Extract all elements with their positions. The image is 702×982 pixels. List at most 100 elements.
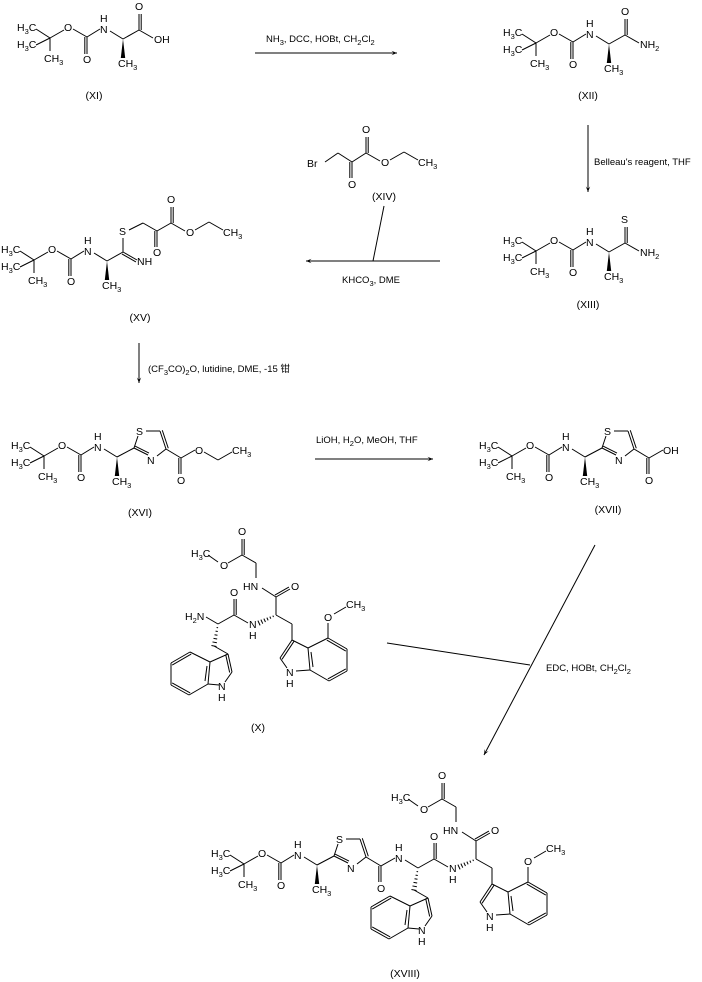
- x-o3: O: [238, 526, 246, 538]
- x-trp2-hash: [257, 615, 274, 626]
- atom-text: O: [238, 526, 246, 538]
- x-indole2-bond-c7-c7a: [309, 669, 330, 682]
- xviii-indole2-bond-c3a-c4: [507, 881, 529, 893]
- atom-text: CH: [44, 53, 59, 65]
- xi-bond-ca-c: [122, 29, 140, 40]
- xviii-hn3: HN: [443, 825, 458, 837]
- xiii-n: N: [586, 237, 594, 249]
- atom-subscript: 3: [511, 49, 515, 58]
- x-indole1-bond-c3a-c7a-inner: [204, 665, 208, 682]
- xv-bond-c-o: [170, 222, 186, 232]
- xviii-bond-n3-c2: [334, 853, 350, 862]
- xviii-bond-c-o4: [427, 798, 443, 808]
- xvi-ch3-tbu: CH3: [38, 471, 57, 485]
- xviii-co2: [474, 830, 490, 840]
- xvi-ch3-ethyl: CH3: [232, 445, 251, 459]
- atom-text: O: [348, 179, 356, 191]
- atom-text: H: [503, 27, 511, 39]
- x-indole1-bond-c3-c2: [225, 654, 231, 673]
- atom-text: O: [491, 825, 499, 837]
- atom-text: CH: [346, 599, 361, 611]
- xv-bond-ch2-ch3: [208, 221, 224, 231]
- xviii-o4: O: [420, 804, 428, 816]
- xiii-nh2: NH2: [640, 247, 659, 261]
- x-h2n: H2N: [185, 611, 204, 625]
- atom-text: N: [197, 611, 205, 623]
- atom-text: O: [550, 235, 558, 247]
- atom-text: CH: [312, 884, 327, 896]
- atom-subscript: 2: [655, 44, 659, 53]
- xiv-alkoxy-o: O: [381, 157, 389, 169]
- xvii-acid-o: O: [645, 475, 653, 487]
- xviii-bond-me1: [229, 854, 245, 865]
- xvi-bond-c-o: [180, 449, 196, 459]
- atom-text: O: [524, 856, 532, 868]
- xvi-bond-c4-c: [165, 448, 182, 459]
- xiii-thio-s: S: [621, 214, 628, 226]
- x-n2: N: [249, 619, 257, 631]
- xviii-indole1-bond-c6-c7: [371, 926, 391, 938]
- xv-ch3: CH3: [102, 280, 121, 294]
- atom-subscript: 3: [561, 848, 565, 857]
- xii-nh2: NH2: [640, 39, 659, 53]
- xvi-bond-o: [43, 447, 59, 457]
- atom-text: NH: [640, 247, 655, 259]
- xiv-bond-br-c: [324, 152, 339, 163]
- xvii-s: S: [604, 426, 611, 438]
- bond-layer: [19, 14, 664, 940]
- x-indole2-n1: N: [286, 667, 294, 679]
- xii-bond-n-ca: [595, 35, 610, 45]
- atom-text: O: [569, 59, 577, 71]
- xvi-n: N: [94, 442, 102, 454]
- xviii-bond-n3-c2: [333, 855, 349, 864]
- atom-text: H: [17, 22, 25, 34]
- xviii-indole2-bond-c3a-c3: [491, 883, 509, 893]
- compound-label-xiv: (XIV): [372, 191, 396, 203]
- x-indole2-n1-h: H: [286, 678, 294, 690]
- xviii-h3c-1: H3C: [211, 848, 231, 862]
- reagent-step2: Belleau's reagent, THF: [594, 157, 691, 168]
- xii-bond-ca-c: [608, 34, 626, 45]
- atom-text: N: [100, 24, 108, 36]
- xi-ch3-tbu: CH3: [44, 53, 63, 67]
- arrow-step3-reagent-line: [372, 205, 385, 262]
- xiv-bond-ch2-ch3: [403, 151, 419, 161]
- atom-text: NH: [137, 256, 152, 268]
- atom-text: C: [491, 457, 499, 469]
- xv-imine: [121, 253, 137, 263]
- x-bond-o-me: [207, 554, 219, 563]
- xv-bond-n-ca: [93, 252, 108, 262]
- xi-bond-o: [49, 29, 65, 39]
- atom-text: H: [11, 457, 19, 469]
- atom-text: H: [391, 792, 399, 804]
- x-indole1-bond-c2-n1: [224, 671, 233, 683]
- xvii-bond-o: [511, 447, 527, 457]
- xv-bond-ch2-c: [142, 222, 158, 232]
- atom-text: S: [621, 214, 628, 226]
- atom-text: CH: [530, 266, 545, 278]
- xi-oh: OH: [154, 34, 170, 46]
- atom-subscript: 3: [19, 462, 23, 471]
- x-indole2-bond-c6-c7: [328, 670, 348, 682]
- xv-methyl-wedge: [104, 261, 110, 280]
- xviii-bond-o-me: [407, 798, 419, 807]
- x-o1: O: [230, 587, 238, 599]
- hash-line: [214, 634, 218, 636]
- hash-line: [457, 864, 461, 870]
- xviii-trp2-hash: [457, 859, 474, 870]
- atom-subscript: 3: [19, 445, 23, 454]
- atom-text: N: [147, 455, 155, 467]
- x-trp2-ch2a: [275, 614, 293, 625]
- xi-nh: H: [100, 13, 108, 25]
- atom-subscript: 3: [53, 476, 57, 485]
- hash-line: [413, 881, 418, 884]
- xiii-ester-o: O: [550, 235, 558, 247]
- xv-ester-o: O: [48, 244, 56, 256]
- x-indole2-bond-c7a-c3a: [307, 647, 311, 671]
- xii-ch3: CH3: [604, 63, 623, 77]
- atom-text: N: [486, 911, 494, 923]
- xviii-indole1-bond-c2-n1: [424, 915, 433, 927]
- atom-text: CH: [112, 476, 127, 488]
- x-ome-ch3: CH3: [346, 599, 365, 613]
- atom-subscript: 3: [43, 280, 47, 289]
